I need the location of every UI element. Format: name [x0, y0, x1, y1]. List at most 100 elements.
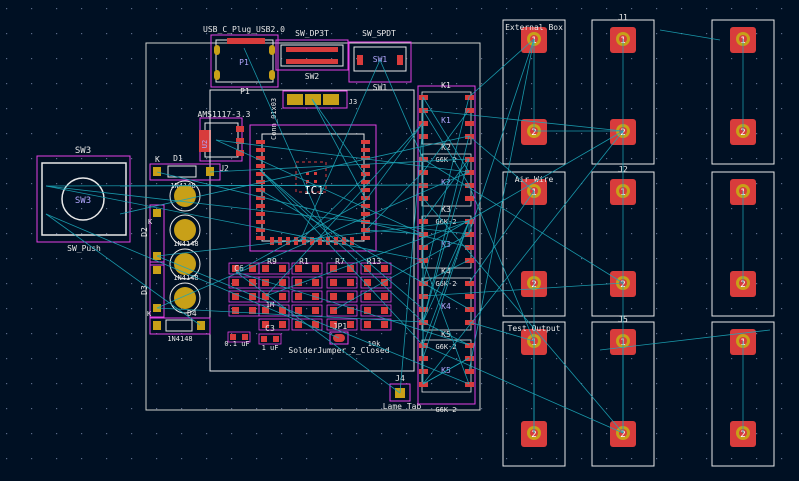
k3-ref-label: K3	[441, 205, 451, 214]
grid-dot	[606, 308, 608, 310]
grid-dot	[231, 283, 233, 285]
grid-dot	[181, 33, 183, 35]
grid-dot	[456, 108, 458, 110]
grid-dot	[331, 158, 333, 160]
grid-dot	[31, 433, 33, 435]
ratsnest-line	[235, 271, 470, 346]
grid-dot	[31, 208, 33, 210]
usb-shield-pad	[269, 70, 275, 80]
ic1-pad	[256, 220, 265, 224]
grid-dot	[706, 108, 708, 110]
grid-dot	[331, 358, 333, 360]
passive-courtyard	[326, 290, 358, 303]
sw2-pad-row	[286, 59, 338, 64]
ratsnest-line	[45, 213, 340, 339]
grid-dot	[306, 8, 308, 10]
grid-dot	[631, 208, 633, 210]
grid-dot	[556, 58, 558, 60]
grid-dot	[206, 108, 208, 110]
grid-dot	[81, 158, 83, 160]
grid-dot	[356, 258, 358, 260]
grid-dot	[306, 383, 308, 385]
j3-pad	[287, 94, 303, 105]
ic1-pad	[302, 237, 306, 245]
footprint-j3[interactable]: J3 Conn_01x03	[270, 90, 357, 140]
grid-dot	[56, 258, 58, 260]
c3-pad	[273, 336, 279, 342]
passive-courtyard	[360, 290, 392, 303]
passive-courtyard	[258, 276, 290, 289]
passive-pad	[364, 293, 371, 300]
grid-dot	[581, 108, 583, 110]
grid-dot	[106, 233, 108, 235]
grid-dot	[6, 83, 8, 85]
grid-dot	[556, 258, 558, 260]
j3-value-label: Conn_01x03	[270, 98, 278, 140]
grid-dot	[756, 283, 758, 285]
footprint-u2[interactable]: AMS1117-3.3 U2 U2	[198, 110, 251, 173]
d4-pad	[153, 321, 161, 330]
grid-dot	[681, 208, 683, 210]
grid-dot	[581, 283, 583, 285]
footprint-sw2[interactable]: SW_DP3T SW2	[275, 29, 349, 81]
passive-pad	[262, 307, 269, 314]
grid-dot	[456, 8, 458, 10]
grid-dot	[181, 158, 183, 160]
grid-dot	[181, 208, 183, 210]
grid-dot	[306, 33, 308, 35]
c1-value-label: 0.1 uF	[224, 340, 249, 348]
grid-dot	[681, 383, 683, 385]
grid-dot	[306, 458, 308, 460]
grid-dot	[781, 108, 783, 110]
ratsnest-line	[156, 220, 470, 257]
terminal-block-array[interactable]: 121212121212121212	[502, 19, 775, 467]
ic1-pad	[361, 236, 370, 240]
grid-dot	[181, 433, 183, 435]
footprint-sw3[interactable]: SW3 SW3 SW_Push	[36, 146, 131, 253]
sw1-value-label: SW_SPDT	[362, 29, 396, 38]
passive-pad	[249, 293, 256, 300]
grid-dot	[281, 183, 283, 185]
passive-pad	[279, 307, 286, 314]
grid-dot	[256, 458, 258, 460]
ic1-pad	[256, 196, 265, 200]
ratsnest-line	[422, 344, 624, 434]
ic1-pad	[361, 196, 370, 200]
grid-dot	[681, 433, 683, 435]
terminal-pin-label: 2	[740, 128, 745, 138]
usb-shield-pad	[214, 70, 220, 80]
relay-pad	[419, 294, 428, 299]
grid-dot	[506, 258, 508, 260]
grid-dot	[756, 308, 758, 310]
passive-pad	[295, 265, 302, 272]
grid-dot	[181, 408, 183, 410]
grid-dot	[81, 108, 83, 110]
grid-dot	[381, 108, 383, 110]
ratsnest-line	[468, 321, 535, 342]
grid-dot	[756, 358, 758, 360]
passive-pad	[312, 279, 319, 286]
sw3-silkscreen	[41, 162, 127, 236]
footprint-usb-c-p1[interactable]: USB_C_Plug_USB2.0 P1 P1	[203, 25, 285, 96]
sw2-pad-row	[286, 47, 338, 52]
grid-dot	[581, 58, 583, 60]
grid-dot	[781, 308, 783, 310]
grid-dot	[331, 58, 333, 60]
u2-body-label: U2	[201, 140, 209, 148]
grid-dot	[431, 308, 433, 310]
ratsnest-line	[422, 109, 470, 186]
ic1-pad	[256, 204, 265, 208]
grid-dot	[131, 433, 133, 435]
grid-dot	[356, 108, 358, 110]
grid-dot	[31, 283, 33, 285]
passive-pad	[347, 293, 354, 300]
ratsnest-line	[422, 96, 470, 284]
grid-dot	[456, 308, 458, 310]
relay-pad	[465, 258, 474, 263]
ratsnest-line	[422, 109, 624, 132]
j3-pad	[323, 94, 339, 105]
footprint-sw1[interactable]: SW_SPDT SW1 SW1	[348, 29, 412, 92]
grid-dot	[506, 283, 508, 285]
grid-dot	[156, 283, 158, 285]
